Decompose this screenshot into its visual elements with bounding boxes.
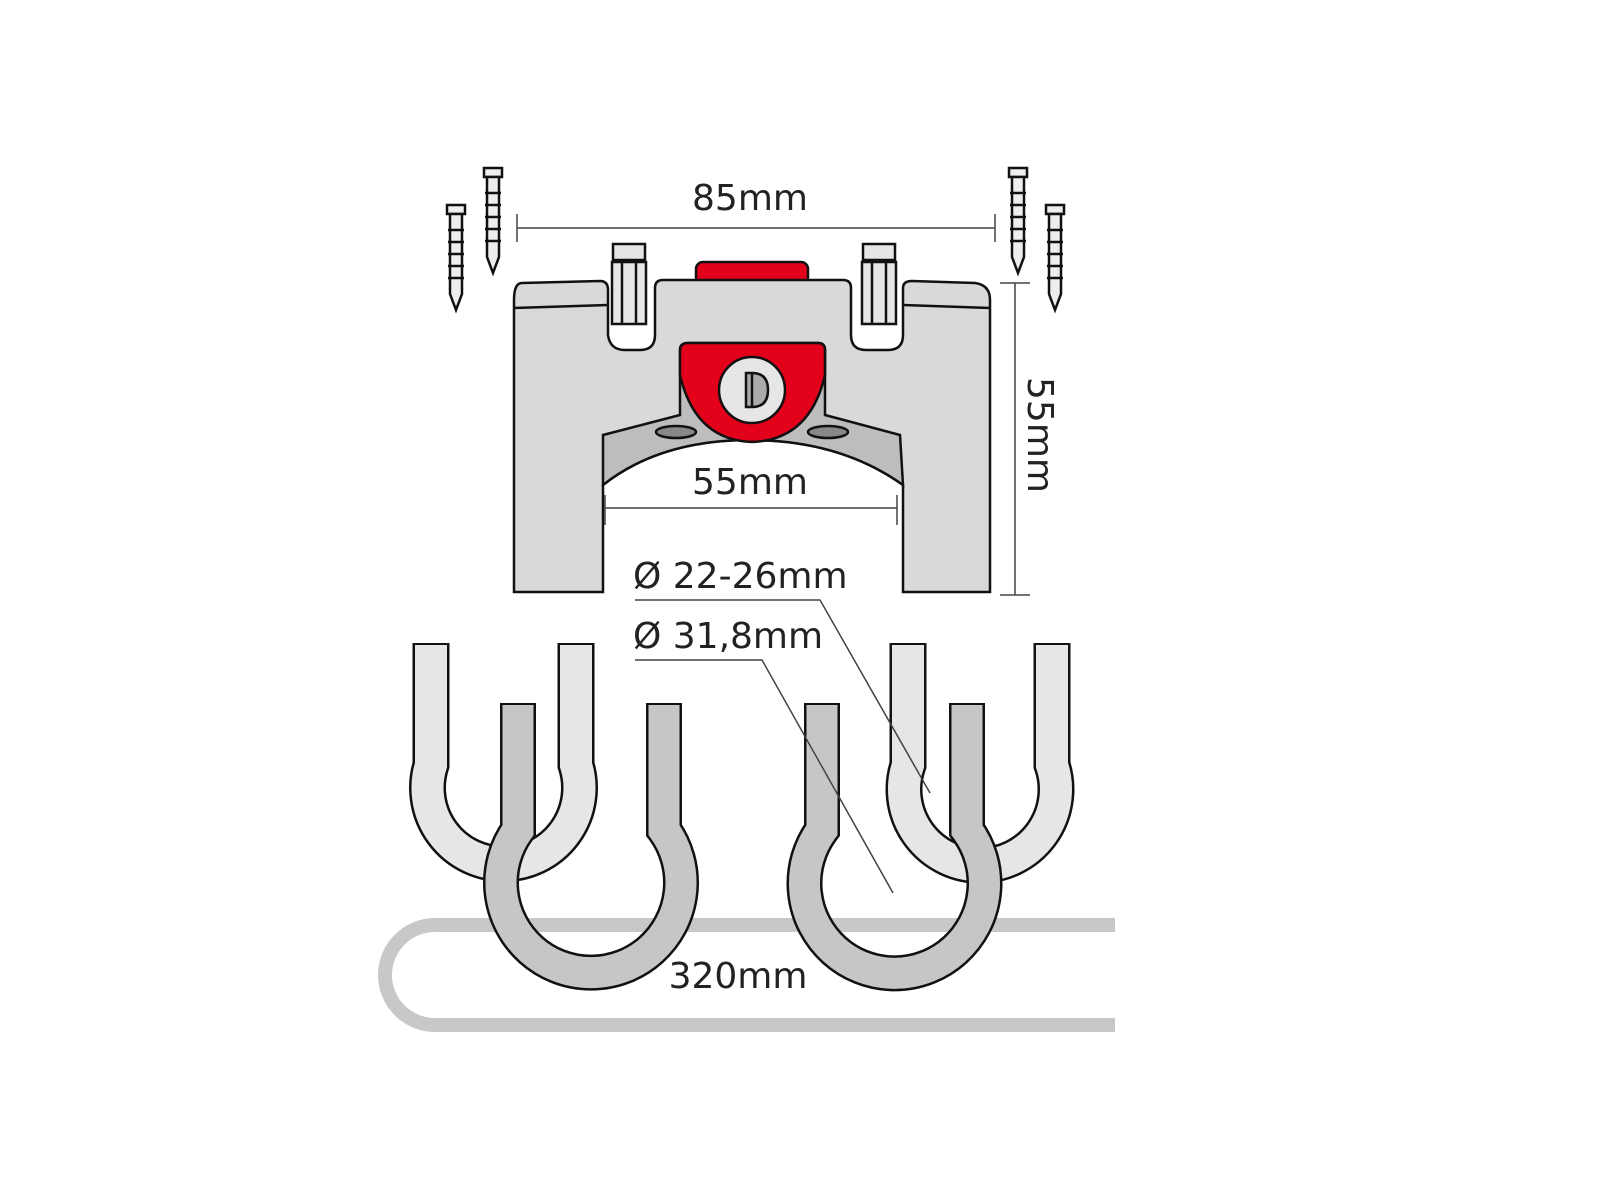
screw-icon — [445, 203, 467, 314]
large-diameter-label: Ø 31,8mm — [633, 616, 823, 657]
bolt — [610, 242, 648, 326]
screw-icon — [482, 166, 504, 277]
inner-width-label: 55mm — [692, 462, 808, 503]
screw-icon — [1007, 166, 1029, 277]
bolt — [860, 242, 898, 326]
leader-line — [635, 659, 894, 894]
cable — [378, 918, 1115, 1032]
lock-icon — [717, 355, 787, 425]
screw-spacing-label: 85mm — [692, 178, 808, 219]
adapter-body — [512, 242, 992, 594]
leader-line — [635, 599, 931, 794]
clamp-large — [483, 703, 699, 991]
screw-icon — [1044, 203, 1066, 314]
clamp-large — [786, 703, 1003, 992]
cable-length-label: 320mm — [669, 956, 808, 997]
small-diameter-label: Ø 22-26mm — [633, 556, 848, 597]
height-label: 55mm — [1019, 377, 1060, 493]
